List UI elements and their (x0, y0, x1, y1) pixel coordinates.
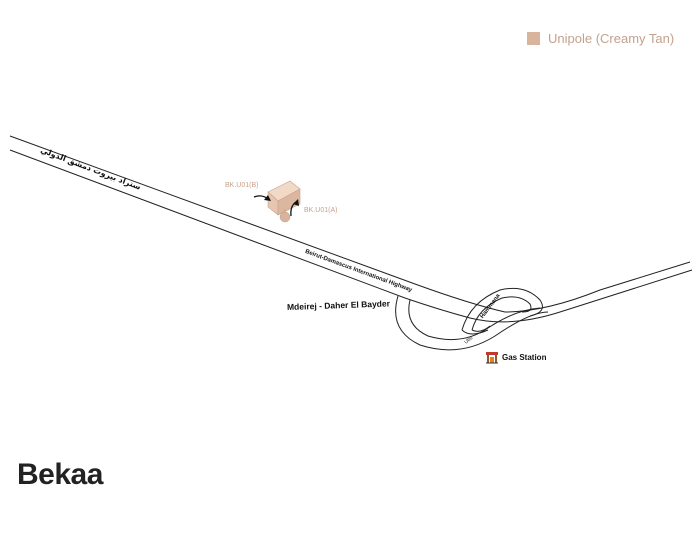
board-code-b: BK.U01(B) (225, 182, 259, 189)
region-title: Bekaa (17, 458, 103, 491)
interchange-ramp-outer (461, 287, 543, 331)
gas-station-label: Gas Station (502, 352, 547, 362)
highway-edge-north (9, 135, 691, 313)
highway-label: Beirut-Damascus International Highway (304, 249, 413, 294)
gas-station-marker: Gas Station (485, 350, 546, 364)
highway-edge-south (9, 149, 693, 323)
legend: Unipole (Creamy Tan) (527, 31, 674, 46)
arrow-face-b-icon (253, 195, 271, 201)
interchange-loop-outer (395, 295, 549, 351)
highway-label-arabic: اوتوستراد بيروت دمشق الدولي (0, 0, 142, 192)
unipole-billboard (267, 180, 301, 223)
arrow-face-a-icon (290, 199, 299, 217)
legend-label: Unipole (Creamy Tan) (548, 31, 675, 46)
interchange-link (461, 325, 491, 335)
gas-station-icon (486, 352, 498, 364)
legend-swatch (527, 32, 540, 45)
interchange-loop-inner (408, 299, 541, 341)
interchange-ramp-inner (471, 296, 532, 331)
board-code-a: BK.U01(A) (304, 207, 338, 214)
ramp-label-small: Ubs (463, 335, 474, 346)
